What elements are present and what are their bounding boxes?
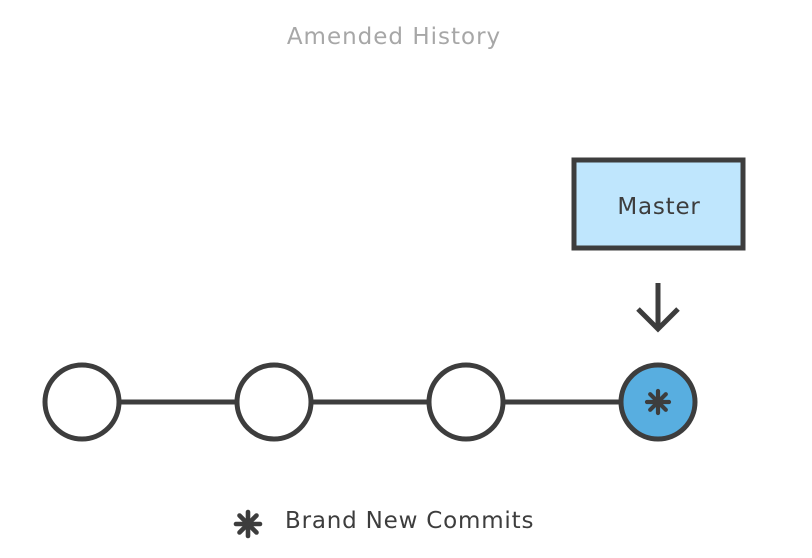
commit-node xyxy=(426,362,506,442)
arrow-down-icon xyxy=(636,283,680,333)
legend-asterisk-icon xyxy=(233,509,263,539)
legend-label: Brand New Commits xyxy=(285,508,535,534)
commit-node xyxy=(42,362,122,442)
asterisk-icon xyxy=(644,388,672,416)
branch-box xyxy=(571,157,746,251)
branch-label: Master xyxy=(617,194,700,220)
diagram-title: Amended History xyxy=(286,24,502,50)
commit-node xyxy=(234,362,314,442)
